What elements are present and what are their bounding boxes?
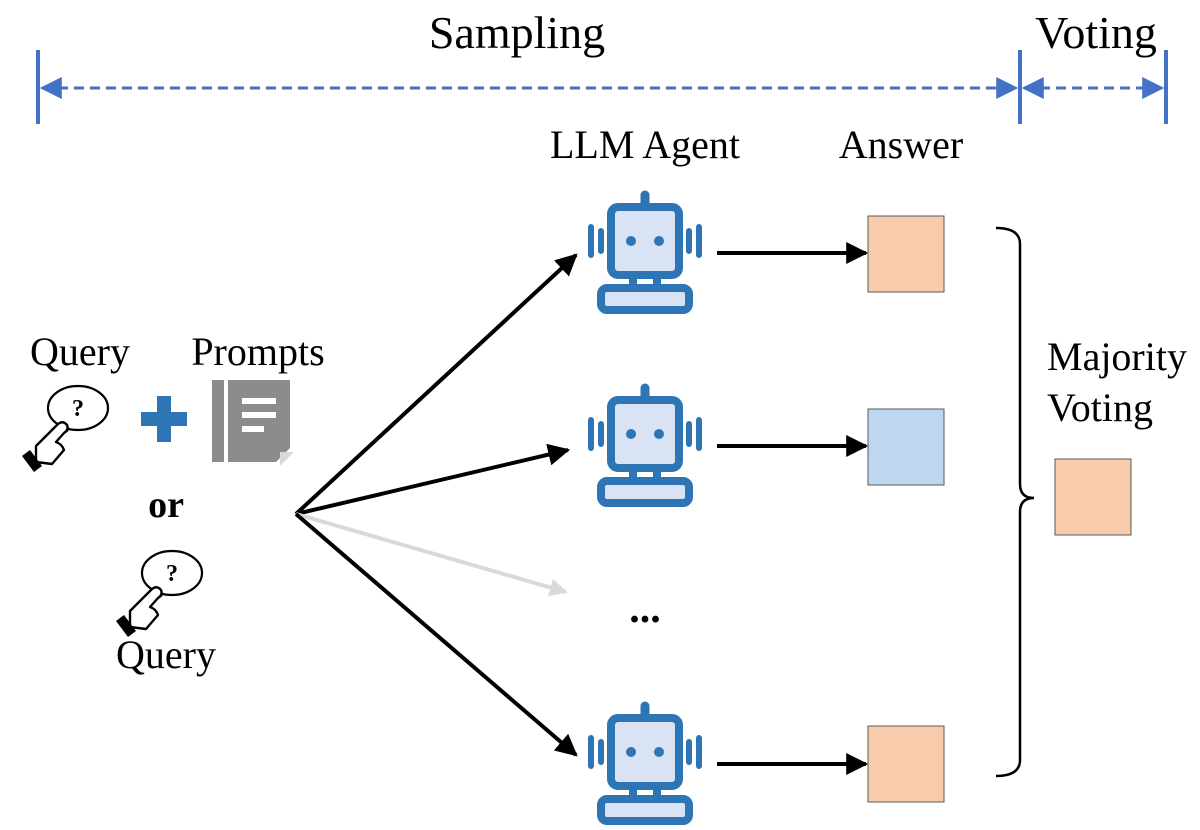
prompts-label: Prompts <box>191 329 324 374</box>
arrow-to-agent-2 <box>295 443 571 516</box>
arrow-to-more-agents <box>295 512 568 597</box>
answer-box <box>867 215 945 293</box>
voting-bracket <box>995 226 1035 778</box>
query-alt-label: Query <box>116 632 216 677</box>
answer-arrows <box>717 242 869 775</box>
majority-voting-label-line1: Majority <box>1047 334 1187 379</box>
answer-box <box>867 725 945 803</box>
plus-icon <box>141 396 187 442</box>
answer-header: Answer <box>839 122 963 167</box>
arrow-to-agent-1 <box>294 253 578 516</box>
llm-agent-header: LLM Agent <box>550 122 740 167</box>
query-hand-icon <box>20 384 110 474</box>
robot-icon <box>591 388 699 503</box>
final-answer-box <box>1054 458 1132 536</box>
robot-icon <box>591 195 699 310</box>
answer-box <box>867 408 945 486</box>
prompt-document-icon <box>212 380 294 466</box>
voting-label: Voting <box>1035 7 1157 58</box>
more-agents-ellipsis: ... <box>629 586 661 632</box>
or-label: or <box>148 484 184 526</box>
input-section: Query Prompts or Query <box>20 329 325 677</box>
sampling-label: Sampling <box>429 7 605 58</box>
fanout-arrows <box>294 253 578 757</box>
query-alt-hand-icon <box>114 549 204 639</box>
arrow-to-agent-3 <box>294 512 578 757</box>
query-label: Query <box>30 329 130 374</box>
robot-icon <box>591 706 699 821</box>
majority-voting-label-line2: Voting <box>1047 385 1153 430</box>
phase-bar: Sampling Voting <box>36 7 1168 124</box>
